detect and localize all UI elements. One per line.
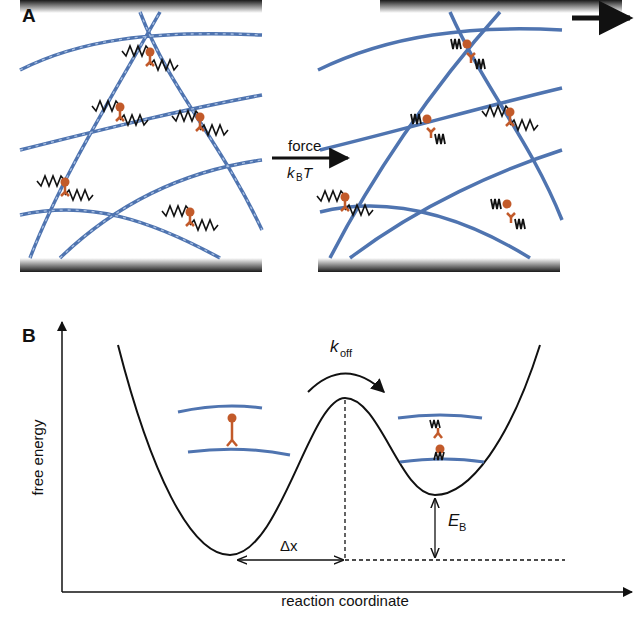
panel-letter: A (22, 6, 36, 25)
subscript: off (340, 348, 352, 359)
plate (380, 0, 622, 13)
plate (20, 0, 262, 13)
plate (318, 258, 560, 272)
force-label: force (288, 138, 321, 153)
subscript: B (459, 522, 466, 533)
symbol-label: k (330, 338, 339, 355)
symbol-label: T (303, 165, 312, 180)
dashed-line (345, 559, 565, 560)
unbound-state (398, 415, 484, 462)
distance-arrow (238, 559, 343, 560)
dashed-line (344, 400, 345, 560)
shear-arrow (572, 16, 630, 21)
energy-curve (118, 345, 540, 555)
panel-letter: B (22, 326, 36, 345)
force-arrow (272, 157, 348, 160)
fiber-network (20, 12, 562, 258)
y-axis (61, 322, 63, 592)
axis-label: free energy (30, 419, 45, 495)
symbol-label: E (448, 512, 459, 529)
crosslinker (37, 46, 228, 230)
crosslinker (317, 39, 538, 229)
rate-arrow (308, 374, 384, 393)
distance-label: Δx (280, 538, 298, 553)
subscript: B (296, 173, 303, 183)
bound-state (178, 406, 290, 455)
energy-arrow (434, 499, 435, 557)
axis-label: reaction coordinate (281, 593, 409, 608)
symbol-label: k (287, 165, 295, 180)
plate (20, 258, 262, 272)
